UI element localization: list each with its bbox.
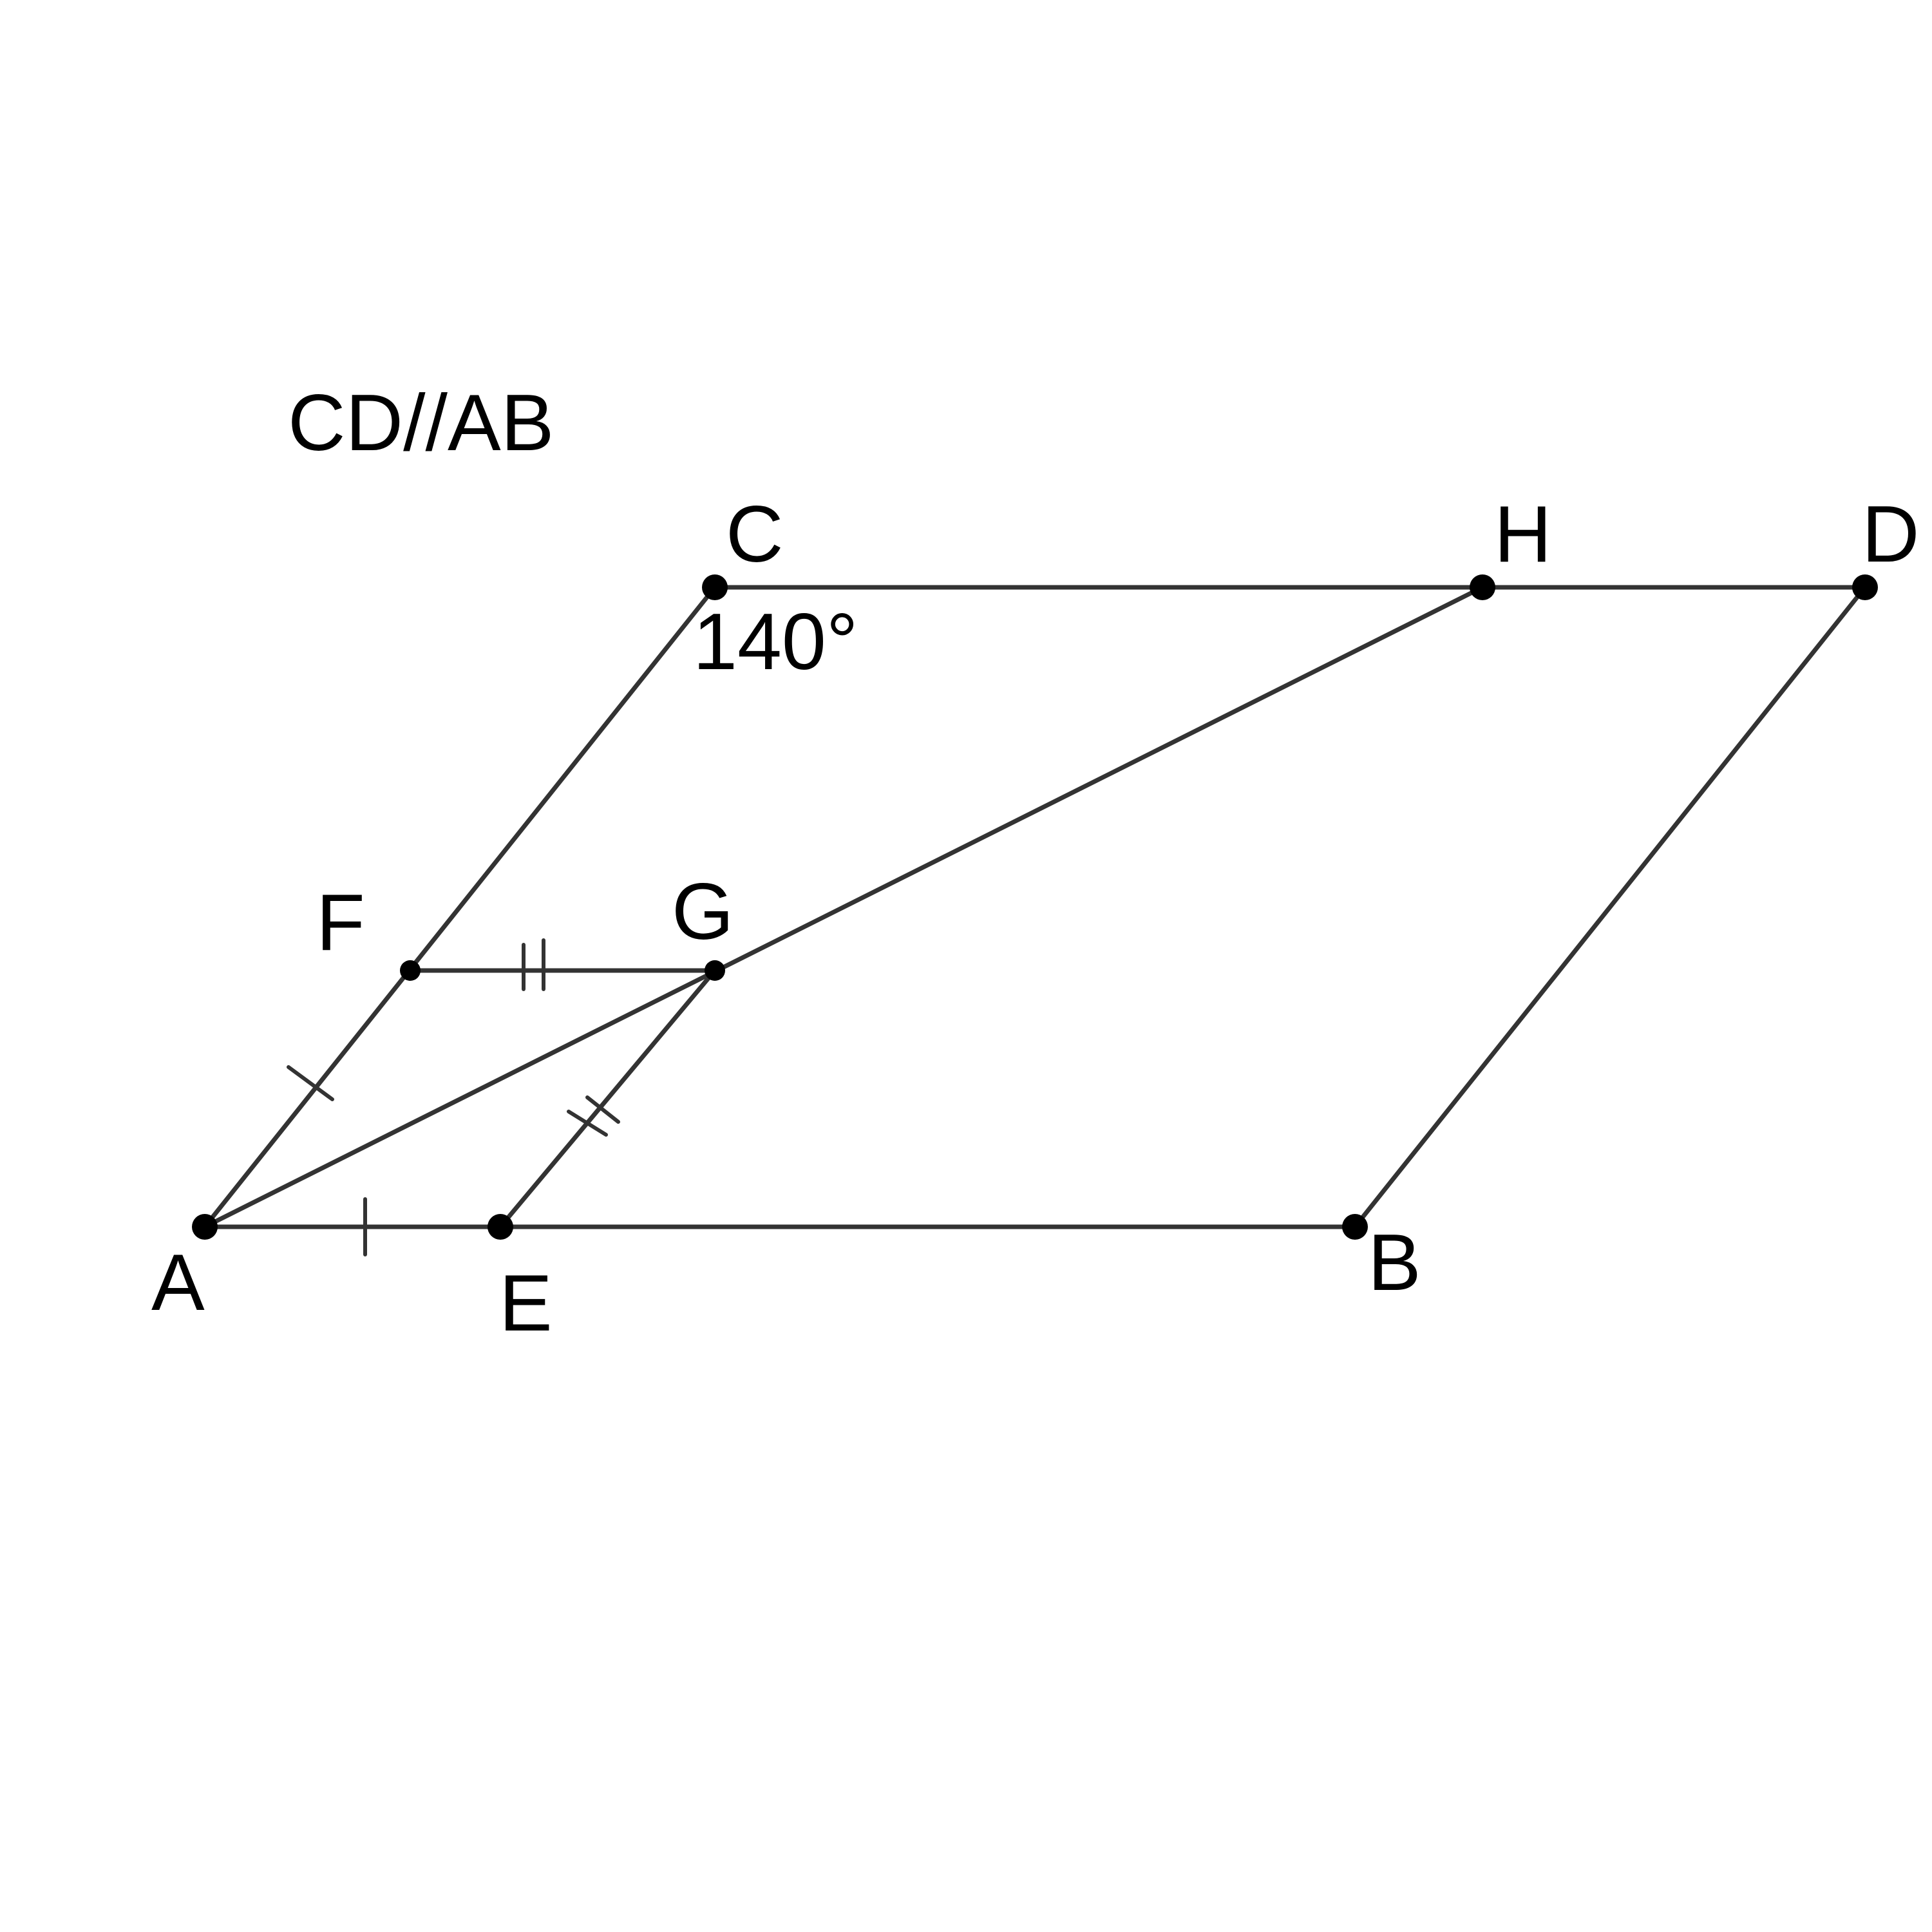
point-f (400, 960, 421, 981)
point-c (702, 574, 728, 600)
tick-eg-2 (585, 1095, 620, 1124)
label-f: F (316, 878, 365, 967)
label-b: B (1368, 1218, 1421, 1307)
label-c: C (726, 490, 784, 579)
label-a: A (151, 1238, 205, 1327)
point-b (1342, 1214, 1368, 1240)
label-e: E (499, 1259, 553, 1348)
point-h (1470, 574, 1495, 600)
segment-eg (498, 968, 717, 1229)
label-g: G (672, 867, 734, 956)
point-a (192, 1214, 218, 1240)
segment-ah (202, 585, 1485, 1229)
point-d (1852, 574, 1878, 600)
point-e (488, 1214, 513, 1240)
label-d: D (1862, 490, 1920, 579)
angle-label: 140° (693, 598, 858, 687)
segment-bd (1352, 585, 1868, 1229)
tick-af (287, 1065, 334, 1101)
point-g (705, 960, 725, 981)
segment-ac (202, 585, 717, 1229)
tick-eg-1 (567, 1110, 608, 1137)
label-h: H (1494, 490, 1552, 579)
parallel-note: CD//AB (288, 379, 554, 468)
